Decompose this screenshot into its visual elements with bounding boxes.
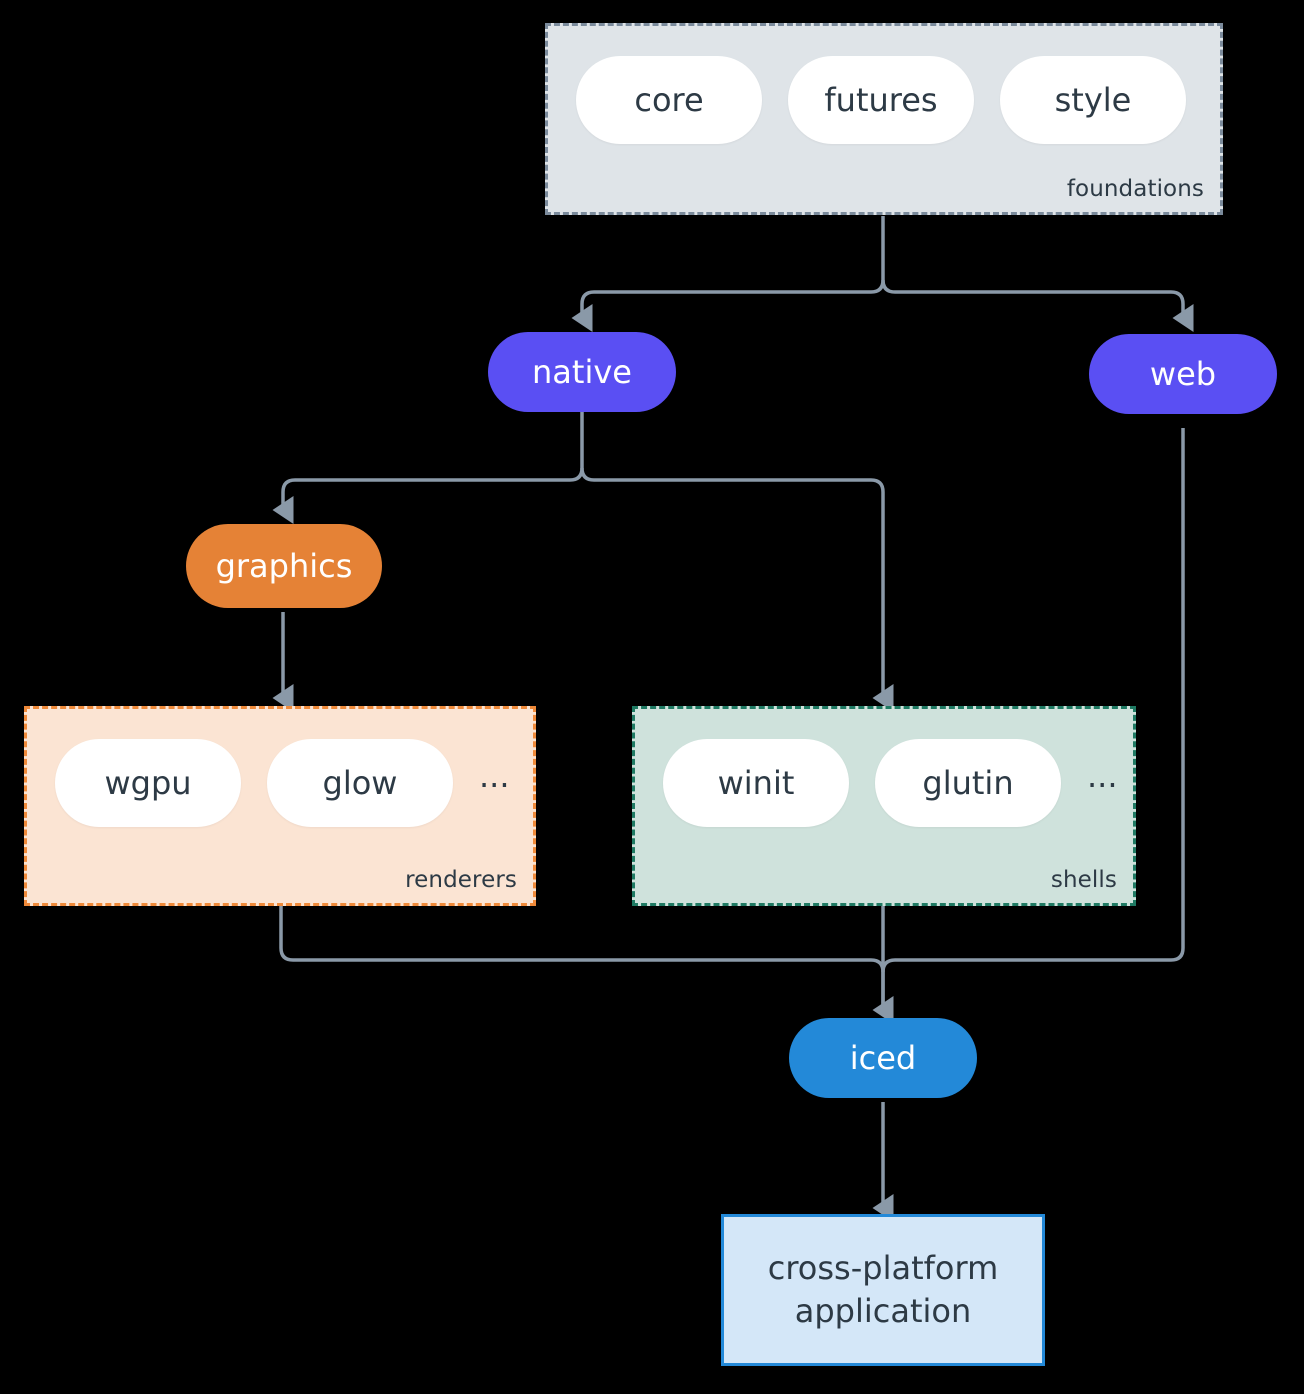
- group-label-shells: shells: [1050, 867, 1117, 893]
- node-web[interactable]: web: [1089, 334, 1277, 414]
- chip-glow[interactable]: glow: [267, 739, 453, 827]
- edge-foundations-to-web: [881, 279, 1194, 332]
- chip-winit[interactable]: winit: [663, 739, 849, 827]
- shells-chip-row: winit glutin ...: [663, 739, 1118, 827]
- group-foundations: core futures style foundations: [545, 23, 1223, 215]
- edge-renderers-to-iced: [279, 906, 894, 1024]
- renderers-chip-row: wgpu glow ...: [55, 739, 510, 827]
- edge-native-to-shells: [580, 467, 894, 712]
- chip-wgpu[interactable]: wgpu: [55, 739, 241, 827]
- group-label-foundations: foundations: [1066, 176, 1204, 202]
- chip-style[interactable]: style: [1000, 56, 1186, 144]
- node-web-label: web: [1149, 355, 1217, 393]
- node-cross-platform-application[interactable]: cross-platform application: [721, 1214, 1045, 1366]
- node-native[interactable]: native: [488, 332, 676, 412]
- edge-native-to-graphics: [272, 412, 584, 524]
- node-iced-label: iced: [849, 1039, 917, 1077]
- group-label-renderers: renderers: [405, 867, 517, 893]
- renderers-ellipsis: ...: [479, 757, 510, 795]
- shells-ellipsis: ...: [1087, 757, 1118, 795]
- chip-futures[interactable]: futures: [788, 56, 974, 144]
- chip-core[interactable]: core: [576, 56, 762, 144]
- group-renderers: wgpu glow ... renderers: [24, 706, 536, 906]
- node-native-label: native: [532, 353, 632, 391]
- node-graphics[interactable]: graphics: [186, 524, 382, 608]
- foundations-chip-row: core futures style: [576, 56, 1186, 144]
- application-label-line1: cross-platform: [767, 1248, 999, 1287]
- node-graphics-label: graphics: [215, 547, 353, 585]
- chip-glutin[interactable]: glutin: [875, 739, 1061, 827]
- group-shells: winit glutin ... shells: [632, 706, 1136, 906]
- node-iced[interactable]: iced: [789, 1018, 977, 1098]
- application-label-line2: application: [794, 1292, 972, 1330]
- edge-foundations-split: [571, 216, 885, 332]
